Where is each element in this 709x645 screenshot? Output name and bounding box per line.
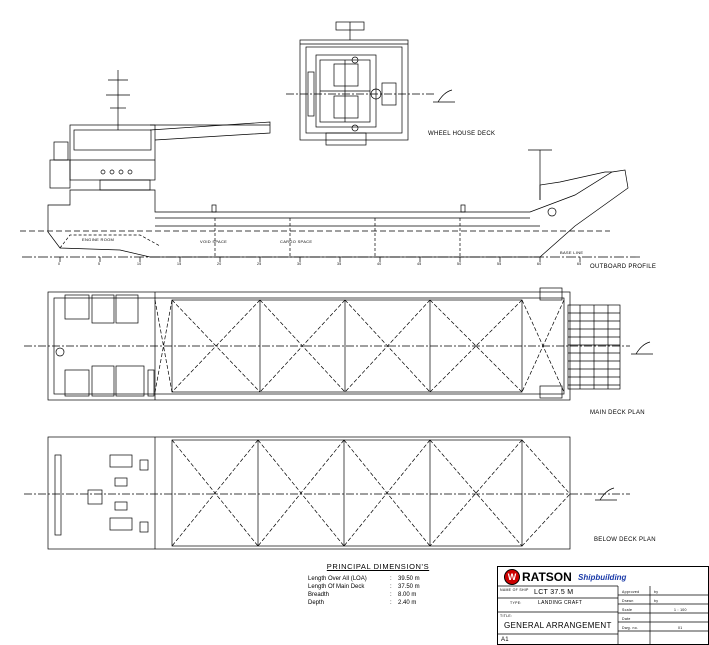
drawn-by: by [654,599,659,603]
wheel-house-deck-view [286,21,455,146]
dimension-row: Length Of Main Deck: 37.50 m [308,583,448,591]
dwg-no-value: 01 [678,626,683,630]
cargo-space-label: CARGO SPACE [280,239,313,244]
drawing-title: GENERAL ARRANGEMENT [504,621,612,630]
dimension-value: 8.00 m [398,592,417,598]
date-label: Date [622,617,631,621]
principal-dimensions-title: PRINCIPAL DIMENSION'S [326,562,430,571]
title-label: TITLE: [500,614,513,618]
frame-number: 25 [257,262,262,266]
frame-number: 40 [377,262,382,266]
frame-number: 0 [58,262,61,266]
outboard-profile-label: OUTBOARD PROFILE [590,264,657,270]
principal-dimensions: PRINCIPAL DIMENSION'S Length Over All (L… [308,562,448,607]
title-block: W RATSON Shipbuilding NAME OF SHIP LCT 3… [497,566,709,645]
engine-room-label: ENGINE ROOM [82,237,115,242]
frame-number: 20 [217,262,222,266]
type-value: LANDING CRAFT [538,600,583,606]
below-deck-plan-view [24,436,630,550]
frame-number: 10 [137,262,142,266]
main-deck-plan-view [24,287,653,401]
approved-by: by [654,590,659,594]
below-deck-plan-label: BELOW DECK PLAN [594,537,656,543]
dimension-row: Depth: 2.40 m [308,599,448,607]
frame-number: 15 [177,262,182,266]
scale-value: 1 : 100 [674,608,687,612]
void-space-label: VOID SPACE [200,239,228,244]
frame-number: 60 [537,262,542,266]
dimension-value: 39.50 m [398,576,420,582]
title-block-grid [497,585,709,645]
frame-number: 5 [98,262,101,266]
dwg-no-label: Dwg. no. [622,626,639,630]
dimension-name: Breadth [308,592,330,598]
logo-letter: W [507,572,517,582]
frame-number: 65 [577,262,582,266]
dimension-name: Length Over All (LOA) [308,576,367,582]
dimension-value: 2.40 m [398,600,417,606]
frame-number: 35 [337,262,342,266]
scale-label: Scale [622,608,633,612]
frame-number: 30 [297,262,302,266]
wheel-house-deck-label: WHEEL HOUSE DECK [428,131,496,137]
ship-name: LCT 37.5 M [534,589,574,596]
frame-number: 55 [497,262,502,266]
name-of-ship-label: NAME OF SHIP [500,588,529,592]
frame-number: 45 [417,262,422,266]
type-label: TYPE: [510,601,522,605]
sheet-size: A1 [501,637,509,643]
dimension-name: Depth [308,600,325,606]
brand-name: RATSON [522,570,572,584]
outboard-profile-view [20,70,640,262]
dimension-row: Breadth: 8.00 m [308,591,448,599]
dimension-row: Length Over All (LOA): 39.50 m [308,575,448,583]
main-deck-plan-label: MAIN DECK PLAN [590,410,645,416]
base-line-label: BASE LINE [560,250,584,255]
approved-label: Approved [622,590,640,594]
brand-suffix: Shipbuilding [578,573,627,582]
ratson-logo: W [504,569,520,585]
drawn-label: Drawn [622,599,634,603]
frame-ticks [59,257,581,262]
frame-number: 50 [457,262,462,266]
dimension-name: Length Of Main Deck [308,584,365,590]
dimension-value: 37.50 m [398,584,420,590]
